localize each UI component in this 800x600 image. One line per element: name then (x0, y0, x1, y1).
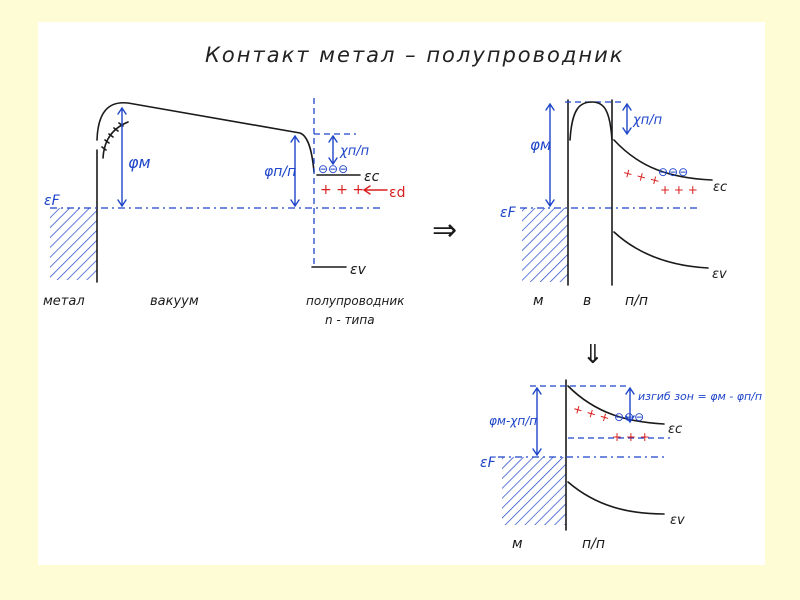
m-label: м (533, 293, 544, 309)
panel-gap: φм χп/п ⊖⊖⊖ + + + + + + εc εv εF м в п/п (500, 99, 727, 309)
eps-f-label-2: εF (500, 205, 517, 221)
metal-label: метал (43, 294, 85, 309)
panel-contact: φм-χп/п изгиб зон = φм - φп/п ⊖⊖⊖ + + + … (480, 379, 762, 552)
page-title: Контакт метал – полупроводник (205, 43, 624, 67)
barrier-height-label: φм-χп/п (489, 414, 537, 428)
conduction-band-2 (613, 139, 713, 181)
eps-v-label-2: εv (712, 267, 727, 282)
metal-hatch-2 (522, 208, 568, 282)
electrons-2: ⊖⊖⊖ (658, 165, 688, 179)
eps-d-label: εd (389, 185, 405, 201)
panel-separate: φм φп/п χп/п ⊖⊖⊖ εc + + + εd εv εF метал… (43, 98, 405, 327)
phi-m-arrow (117, 106, 127, 208)
arrow-right: ⇒ (432, 213, 457, 248)
phi-m-label: φм (128, 153, 151, 172)
electrons-1: ⊖⊖⊖ (318, 162, 348, 176)
phi-m-arrow-2 (545, 102, 555, 208)
donors-2b: + + + (660, 183, 698, 197)
eps-c-label-2: εc (713, 180, 727, 195)
phi-m-label-2: φм (530, 136, 551, 154)
phi-pp-arrow (290, 134, 300, 208)
metal-hatch-3 (502, 457, 566, 525)
pp-label: п/п (625, 293, 648, 309)
pp-label-3: п/п (582, 536, 605, 552)
vacuum-level-curve (96, 101, 315, 173)
conduction-band-3 (567, 385, 665, 425)
barrier-height-arrow (532, 386, 542, 457)
eps-c-label-3: εc (668, 422, 682, 437)
electrons-3: ⊖⊖⊖ (614, 410, 644, 424)
chi-pp-label: χп/п (339, 144, 370, 159)
metal-hatch (50, 208, 97, 280)
paper-sheet (38, 22, 765, 565)
eps-v-label-3: εv (670, 513, 685, 528)
v-label: в (583, 293, 591, 309)
eps-f-label-1: εF (44, 193, 61, 209)
semiconductor-label-2: n - типа (325, 313, 375, 327)
valence-band-3 (567, 481, 665, 515)
m-label-3: м (512, 536, 523, 552)
arrow-down: ⇓ (582, 340, 604, 370)
vacuum-barrier (569, 101, 613, 141)
image-force-hook (102, 121, 129, 159)
chi-pp-arrow (328, 134, 338, 166)
donors-3b: + + + (612, 430, 650, 444)
eps-f-label-3: εF (480, 455, 497, 471)
phi-pp-label: φп/п (264, 164, 296, 180)
vacuum-label: вакуум (150, 294, 199, 309)
donor-arrow (362, 185, 388, 195)
valence-band-2 (613, 231, 709, 269)
semiconductor-label-1: полупроводник (306, 294, 405, 308)
chi-pp-arrow-2 (622, 102, 632, 136)
band-bend-label: изгиб зон = φм - φп/п (638, 390, 762, 403)
donors-1: + + + (320, 182, 364, 198)
band-bend-arrow (625, 386, 635, 424)
image-force-ticks (101, 122, 124, 151)
eps-c-label-1: εc (364, 169, 380, 185)
chi-pp-label-2: χп/п (632, 113, 663, 128)
eps-v-label-1: εv (350, 262, 367, 278)
